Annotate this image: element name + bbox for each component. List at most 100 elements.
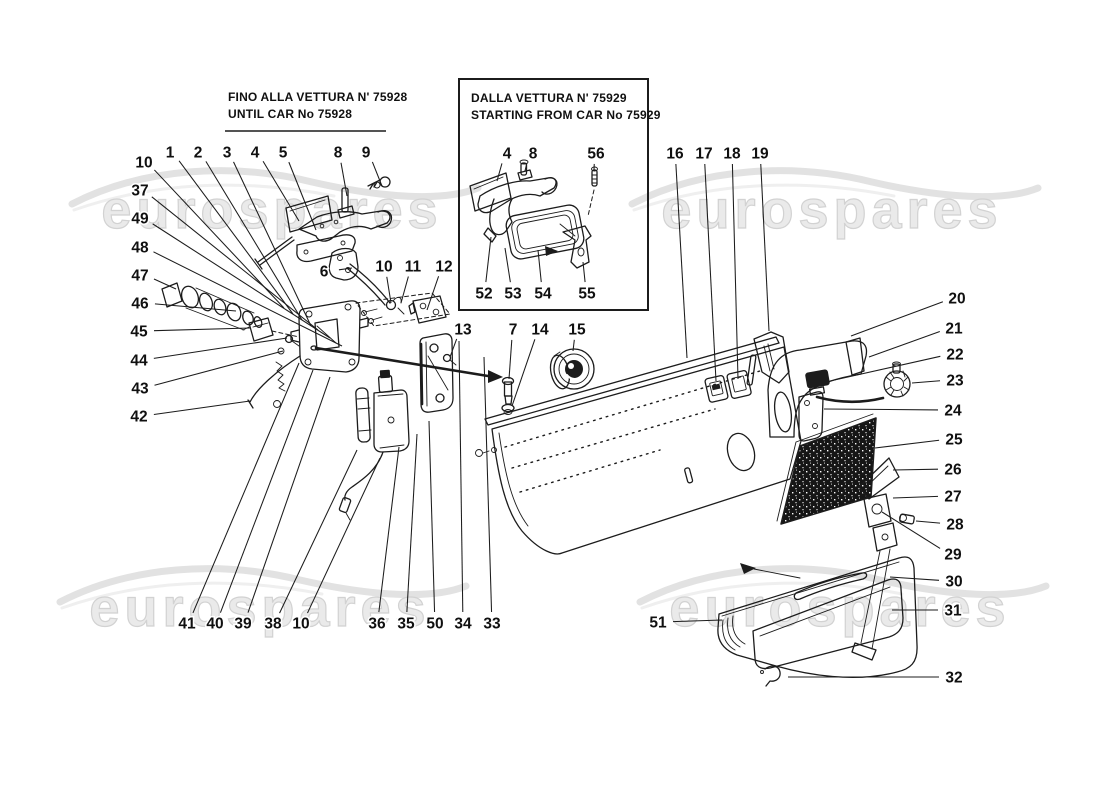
exterior-handle-assembly-drawing <box>254 176 405 315</box>
part-number-34-58: 34 <box>454 616 472 633</box>
speaker-drawing <box>549 348 595 390</box>
callout-37-8: 37 <box>130 181 319 331</box>
leader-line-41-50 <box>192 362 300 614</box>
leader-line-24-40 <box>823 408 939 411</box>
leader-line-10-18 <box>386 276 392 304</box>
callout-28-44: 28 <box>915 515 965 535</box>
leader-line-10-54 <box>307 457 381 614</box>
part-number-45-13: 45 <box>130 324 148 341</box>
part-number-41-50: 41 <box>178 616 196 633</box>
callout-35-56: 35 <box>396 433 418 634</box>
callout-10-54: 10 <box>291 457 381 634</box>
callout-44-14: 44 <box>129 337 288 371</box>
leader-line-11-19 <box>400 276 409 304</box>
artwork-layer <box>161 159 918 687</box>
leader-line-23-39 <box>911 380 941 384</box>
callout-21-37: 21 <box>868 319 964 358</box>
part-number-10-18: 10 <box>375 259 392 276</box>
leader-line-48-10 <box>153 251 343 347</box>
watermark-text: eurospares <box>661 180 1002 240</box>
leader-line-19-35 <box>760 163 770 332</box>
callout-3-3: 3 <box>221 143 312 327</box>
callout-29-45: 29 <box>881 511 963 565</box>
watermark-bottom-right: eurospares <box>640 569 1046 639</box>
watermark-layer: eurospares eurospares eurospares eurospa… <box>60 171 1046 639</box>
part-number-3-3: 3 <box>223 145 232 162</box>
leader-line-51-49 <box>672 619 723 623</box>
leader-line-27-43 <box>892 495 939 499</box>
callout-52-28: 52 <box>474 236 494 304</box>
callout-42-16: 42 <box>129 400 251 427</box>
leader-line-29-45 <box>881 511 941 549</box>
leader-line-34-58 <box>458 340 464 613</box>
leader-line-25-41 <box>874 439 940 449</box>
part-number-8-26: 8 <box>529 146 538 163</box>
callout-12-20: 12 <box>426 257 454 311</box>
watermark-bottom-left: eurospares <box>60 569 466 639</box>
callout-43-15: 43 <box>130 350 284 399</box>
part-number-39-52: 39 <box>234 616 252 633</box>
part-number-13-21: 13 <box>454 322 472 339</box>
callout-49-9: 49 <box>130 209 331 339</box>
watermark-text: eurospares <box>101 180 442 240</box>
watermark-top-right: eurospares <box>632 171 1038 241</box>
leader-line-4-25 <box>496 163 503 182</box>
part-number-46-12: 46 <box>131 296 149 313</box>
part-number-28-44: 28 <box>946 517 964 534</box>
part-number-26-42: 26 <box>944 462 962 479</box>
left-title: FINO ALLA VETTURA N' 75928 UNTIL CAR No … <box>225 90 407 132</box>
leader-line-49-9 <box>152 223 331 339</box>
leader-line-18-34 <box>731 163 739 380</box>
leader-line-16-32 <box>675 163 688 359</box>
callout-46-12: 46 <box>130 294 237 314</box>
leader-line-22-38 <box>829 355 941 382</box>
part-number-27-43: 27 <box>944 489 961 506</box>
part-number-4-25: 4 <box>503 146 512 163</box>
leader-line-40-51 <box>219 369 314 613</box>
callout-8-26: 8 <box>524 144 539 172</box>
part-number-50-57: 50 <box>426 616 443 633</box>
part-number-17-33: 17 <box>695 146 712 163</box>
part-number-19-35: 19 <box>751 146 769 163</box>
leader-line-4-4 <box>262 161 300 222</box>
part-number-9-7: 9 <box>362 145 371 162</box>
pull-rod-drawing <box>310 345 515 457</box>
callout-56-27: 56 <box>586 144 606 171</box>
door-pocket-drawing <box>717 556 918 687</box>
callout-20-36: 20 <box>850 289 967 337</box>
callout-33-59: 33 <box>482 356 502 634</box>
callout-17-33: 17 <box>694 144 717 382</box>
callout-51-49: 51 <box>648 613 723 633</box>
callout-7-22: 7 <box>507 320 519 380</box>
part-number-40-51: 40 <box>206 616 223 633</box>
late-handle-assembly-drawing <box>469 159 598 269</box>
part-number-42-16: 42 <box>130 409 147 426</box>
hinge-plates-drawing <box>408 295 454 413</box>
part-number-4-4: 4 <box>251 145 260 162</box>
leader-line-6-17 <box>338 267 353 271</box>
leader-line-53-29 <box>504 247 511 283</box>
part-number-21-37: 21 <box>945 321 963 338</box>
leader-line-8-6 <box>340 162 348 197</box>
part-number-56-27: 56 <box>587 146 605 163</box>
callout-8-6: 8 <box>332 143 348 197</box>
callout-24-40: 24 <box>823 401 963 421</box>
part-number-54-30: 54 <box>534 286 552 303</box>
callout-13-21: 13 <box>449 320 473 358</box>
part-number-23-39: 23 <box>946 373 964 390</box>
part-number-33-59: 33 <box>483 616 501 633</box>
callout-31-47: 31 <box>892 601 963 621</box>
leader-line-15-24 <box>572 339 575 352</box>
part-number-44-14: 44 <box>130 353 148 370</box>
leader-line-12-20 <box>426 276 440 311</box>
callout-11-19: 11 <box>400 257 423 304</box>
part-number-37-8: 37 <box>131 183 148 200</box>
part-number-18-34: 18 <box>723 146 741 163</box>
watermark-text: eurospares <box>89 578 430 638</box>
leader-line-50-57 <box>428 420 436 613</box>
part-number-20-36: 20 <box>948 291 965 308</box>
leader-line-7-22 <box>508 339 513 380</box>
callout-2-2: 2 <box>192 143 303 321</box>
leader-line-20-36 <box>850 301 944 337</box>
